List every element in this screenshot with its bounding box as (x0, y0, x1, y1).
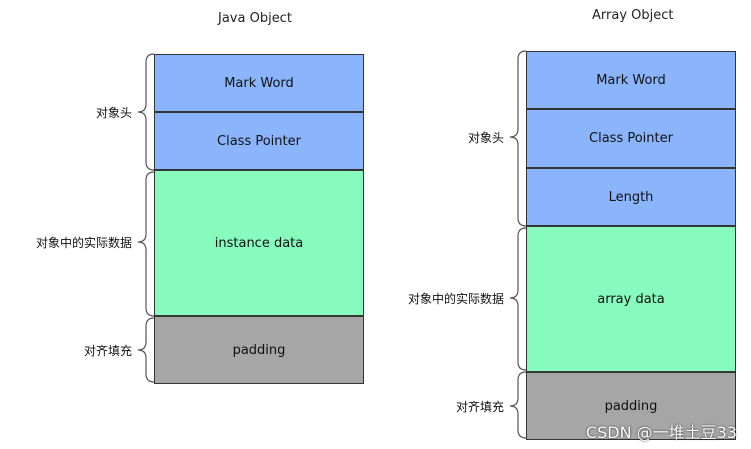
array-length-label: Length (608, 189, 654, 205)
java-padding-side-label: 对齐填充 (83, 344, 132, 358)
csdn-watermark: CSDN @一堆土豆33 (585, 423, 737, 442)
java-mark-word-cell: Mark Word (154, 54, 364, 112)
array-padding-cell: padding (526, 372, 736, 440)
java-object-title: Java Object (218, 11, 292, 26)
java-header-side-label: 对象头 (95, 106, 132, 120)
java-instance-data-cell: instance data (154, 170, 364, 316)
array-object-stack: Mark Word Class Pointer Length array dat… (526, 51, 736, 440)
java-mark-word-label: Mark Word (224, 75, 294, 91)
java-padding-cell: padding (154, 316, 364, 384)
java-data-side-label: 对象中的实际数据 (35, 236, 132, 250)
array-object-title: Array Object (592, 8, 674, 23)
array-mark-word-label: Mark Word (596, 72, 666, 88)
array-padding-label: padding (604, 398, 658, 414)
java-object-stack: Mark Word Class Pointer instance data pa… (154, 54, 364, 384)
java-padding-label: padding (232, 342, 286, 358)
array-class-pointer-label: Class Pointer (589, 131, 673, 146)
array-mark-word-cell: Mark Word (526, 51, 736, 109)
array-header-side-label: 对象头 (467, 131, 504, 145)
java-class-pointer-label: Class Pointer (217, 133, 301, 149)
array-length-cell: Length (526, 168, 736, 226)
array-data-side-label: 对象中的实际数据 (407, 292, 504, 306)
java-class-pointer-cell: Class Pointer (154, 112, 364, 170)
array-padding-side-label: 对齐填充 (455, 400, 504, 414)
java-instance-data-label: instance data (214, 235, 304, 251)
array-data-cell: array data (526, 226, 736, 372)
array-data-label: array data (597, 291, 665, 307)
array-class-pointer-cell: Class Pointer (526, 109, 736, 168)
